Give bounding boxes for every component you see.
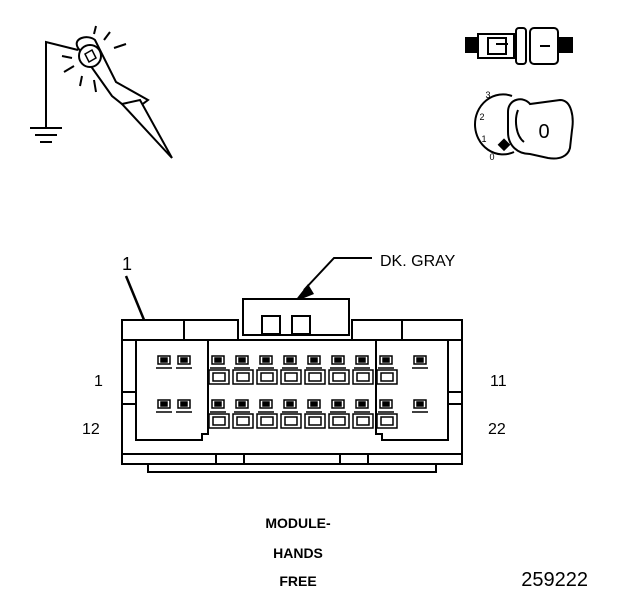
cavity-19 xyxy=(328,399,350,429)
connector-cavities xyxy=(156,355,428,429)
ignition-position-1: 1 xyxy=(481,134,486,144)
test-light-probe-icon xyxy=(30,25,173,159)
wire-color-callout: DK. GRAY xyxy=(294,253,456,302)
cavity-22 xyxy=(412,399,428,413)
cavity-13 xyxy=(176,399,192,413)
cavity-16 xyxy=(256,399,278,429)
cavity-15 xyxy=(232,399,254,429)
module-label: MODULE- HANDS FREE xyxy=(265,515,331,589)
ignition-position-2: 2 xyxy=(479,112,484,122)
pin-label-11: 11 xyxy=(490,373,507,390)
ignition-position-0: 0 xyxy=(489,152,494,162)
cavity-1 xyxy=(156,355,172,369)
pin-label-12: 12 xyxy=(82,421,100,438)
cavity-4 xyxy=(232,355,254,385)
cavity-7 xyxy=(304,355,326,385)
cavity-11 xyxy=(412,355,428,369)
cavity-10 xyxy=(376,355,398,385)
key-position-label: 0 xyxy=(538,121,549,143)
cavity-5 xyxy=(256,355,278,385)
callout-number: 1 xyxy=(122,254,132,274)
cavity-14 xyxy=(208,399,230,429)
module-label-line2: HANDS xyxy=(273,545,323,561)
cavity-3 xyxy=(208,355,230,385)
connector-body xyxy=(121,298,463,473)
cavity-2 xyxy=(176,355,192,369)
pin-label-22: 22 xyxy=(488,421,506,438)
cavity-8 xyxy=(328,355,350,385)
cavity-17 xyxy=(280,399,302,429)
module-label-line3: FREE xyxy=(279,573,316,589)
cavity-12 xyxy=(156,399,172,413)
cavity-6 xyxy=(280,355,302,385)
cavity-21 xyxy=(376,399,398,429)
cavity-9 xyxy=(352,355,374,385)
fuse-icon xyxy=(465,27,573,65)
ignition-position-3: 3 xyxy=(485,90,490,100)
cavity-20 xyxy=(352,399,374,429)
cavity-18 xyxy=(304,399,326,429)
figure-number: 259222 xyxy=(521,569,588,591)
ignition-key-icon: 0 3 2 1 0 xyxy=(474,90,574,162)
pin-label-1: 1 xyxy=(94,373,103,390)
module-label-line1: MODULE- xyxy=(265,515,331,531)
wire-color-label: DK. GRAY xyxy=(380,253,456,270)
